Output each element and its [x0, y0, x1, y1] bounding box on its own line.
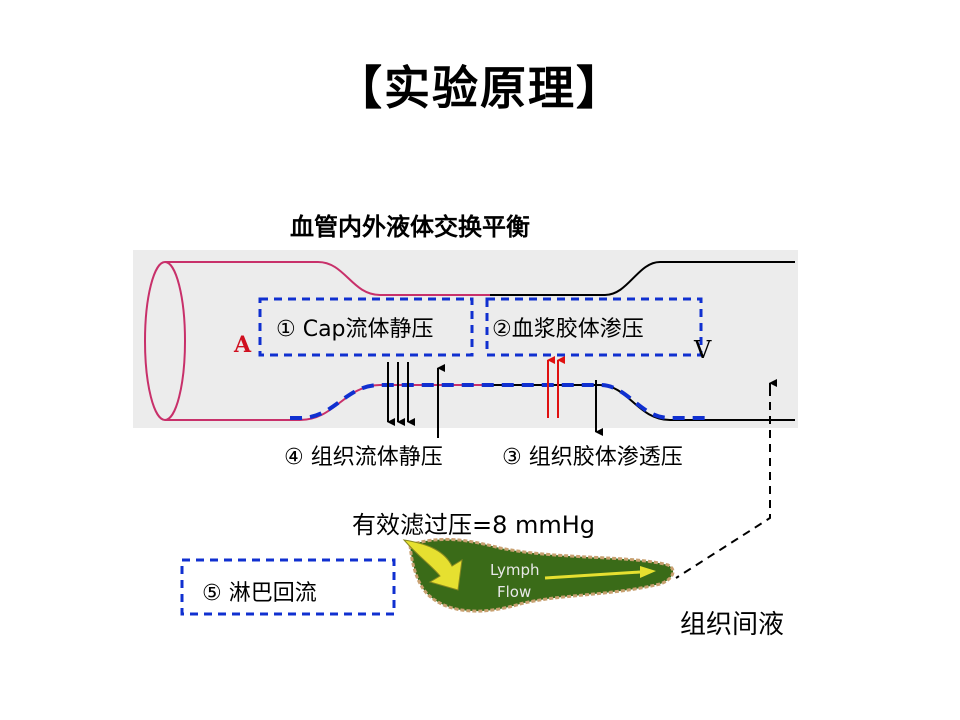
force-2-label: ②血浆胶体渗压: [492, 317, 644, 342]
lymph-flow-arrow: [544, 570, 641, 580]
diagram-subtitle: 血管内外液体交换平衡: [290, 213, 530, 241]
tissue-fluid-path: [675, 388, 771, 579]
tissue-fluid-label: 组织间液: [680, 610, 785, 640]
lymph-entry-arrow: [402, 539, 463, 591]
vessel-top-wall-artery: [165, 261, 490, 296]
force-4-label: ④ 组织流体静压: [284, 445, 443, 470]
force-1-label: ① Cap流体静压: [276, 317, 434, 342]
force-3-label: ③ 组织胶体渗透压: [502, 445, 683, 470]
vessel-top-wall-vein: [490, 261, 795, 296]
lymph-flow-arrowhead: [640, 566, 656, 578]
vein-label: V: [694, 336, 712, 364]
force-5-box: [180, 558, 396, 616]
lymph-vessel: [408, 537, 675, 613]
net-filtration-label: 有效滤过压=8 mmHg: [352, 511, 596, 539]
vessel-opening: [144, 261, 186, 421]
artery-label: A: [234, 332, 252, 358]
vessel-panel: [133, 250, 798, 428]
lymph-text-line2: Flow: [497, 583, 532, 601]
force-5-label: ⑤ 淋巴回流: [202, 581, 317, 606]
vessel-bottom-wall-artery: [165, 384, 490, 421]
force-2-box: [485, 297, 703, 357]
slide-title: 【实验原理】: [336, 61, 624, 115]
force-1-box: [258, 297, 474, 357]
lymph-text-line1: Lymph: [490, 561, 540, 579]
